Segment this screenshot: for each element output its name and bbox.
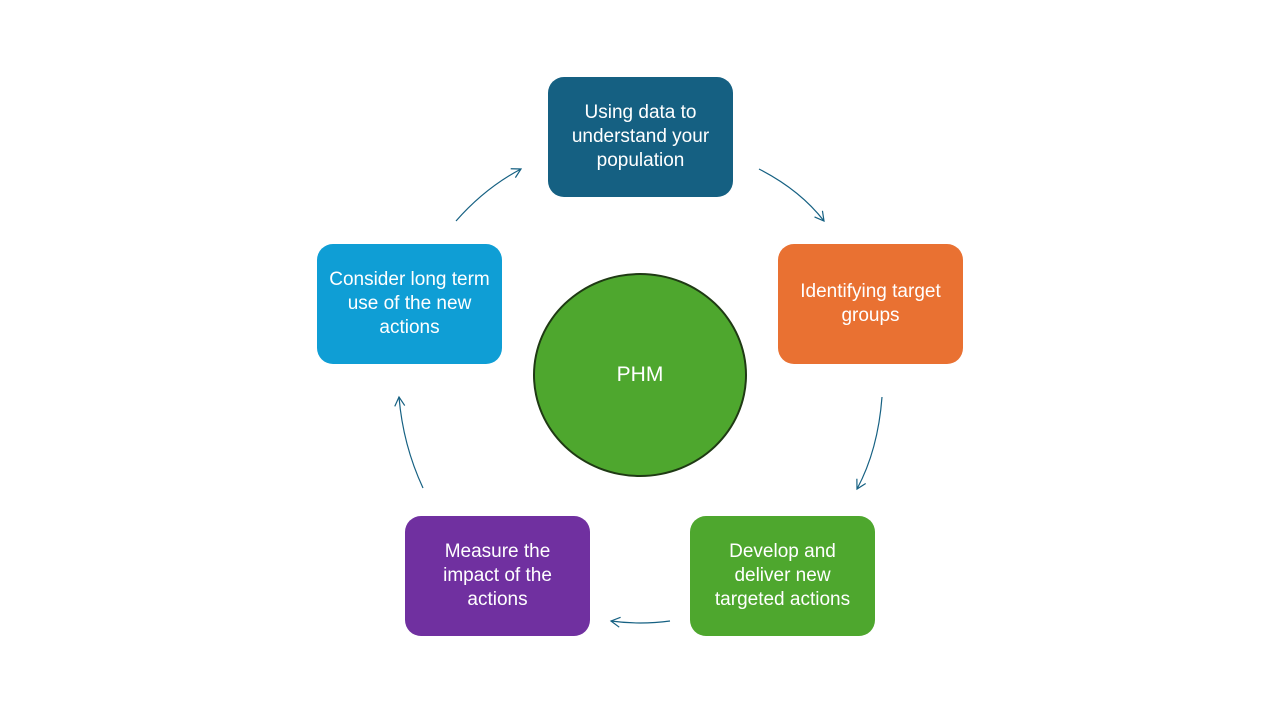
arrow-top-to-right (758, 168, 825, 222)
arrow-right-to-bottom-right (856, 396, 883, 491)
step-label: Develop and deliver new targeted actions (714, 541, 851, 610)
center-circle: PHM (533, 273, 747, 477)
center-label: PHM (616, 363, 664, 386)
arrow-left-to-top (455, 168, 523, 222)
step-box-long-term-use: Consider long term use of the new action… (317, 244, 502, 364)
arrow-bottom-left-to-left (394, 395, 424, 489)
step-box-target-groups: Identifying target groups (778, 244, 963, 364)
step-label: Identifying target groups (800, 281, 941, 326)
arrow-bottom-right-to-bottom-left (609, 616, 671, 628)
step-label: Consider long term use of the new action… (329, 269, 490, 338)
step-box-data: Using data to understand your population (548, 77, 733, 197)
step-label: Measure the impact of the actions (443, 541, 552, 610)
step-box-measure-impact: Measure the impact of the actions (405, 516, 590, 636)
step-label: Using data to understand your population (571, 102, 710, 171)
step-box-develop-deliver: Develop and deliver new targeted actions (690, 516, 875, 636)
